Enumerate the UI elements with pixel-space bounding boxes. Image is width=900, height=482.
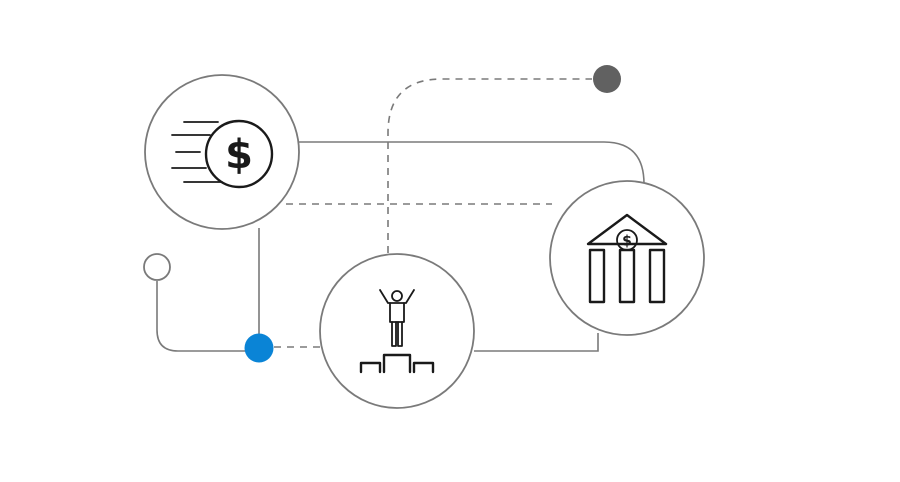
person-on-podium-icon bbox=[359, 289, 435, 374]
node-bank: $ bbox=[549, 180, 705, 336]
connector-money-to-bank bbox=[298, 141, 645, 185]
node-bank-circle bbox=[549, 180, 705, 336]
node-fast-money: $ bbox=[144, 74, 300, 230]
connector-winner-to-bank bbox=[474, 333, 599, 352]
bank-dollar-sign: $ bbox=[622, 234, 632, 250]
bank-building-dollar-icon: $ bbox=[586, 213, 668, 304]
connector-lines bbox=[156, 78, 645, 352]
fast-money-dollar-sign: $ bbox=[225, 132, 253, 178]
node-winner-circle bbox=[319, 253, 475, 409]
fast-dollar-coin-icon: $ bbox=[171, 119, 274, 189]
terminal-dot bbox=[593, 65, 621, 93]
node-fast-money-circle bbox=[144, 74, 300, 230]
open-endpoint-dot bbox=[143, 253, 171, 281]
dashed-connector-winner-to-terminal bbox=[387, 78, 592, 253]
accent-blue-dot bbox=[244, 333, 274, 363]
node-winner bbox=[319, 253, 475, 409]
connector-open-dot-to-blue-dot bbox=[156, 281, 245, 352]
